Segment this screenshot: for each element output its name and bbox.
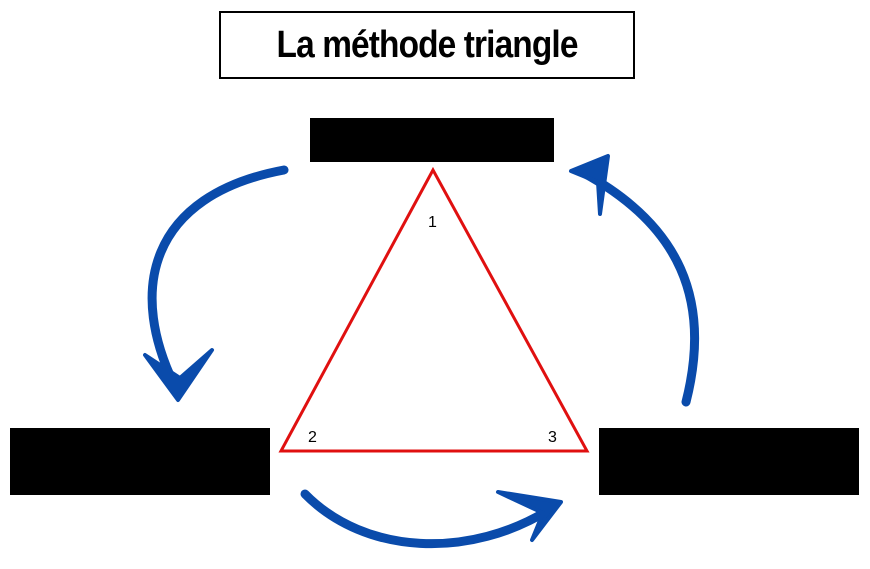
diagram-title: La méthode triangle [276, 23, 578, 66]
vertex-label-2: 2 [308, 429, 317, 446]
arrow-top-to-left-icon [143, 165, 289, 402]
redacted-box-top [310, 118, 554, 162]
redacted-box-right [599, 428, 859, 495]
triangle-shape [278, 166, 590, 453]
vertex-label-1: 1 [428, 214, 437, 231]
arrow-right-to-top-icon [569, 154, 700, 407]
arrow-left-to-right-icon [300, 489, 563, 549]
redacted-box-left [10, 428, 270, 495]
vertex-label-3: 3 [548, 429, 557, 446]
title-box: La méthode triangle [219, 11, 635, 79]
